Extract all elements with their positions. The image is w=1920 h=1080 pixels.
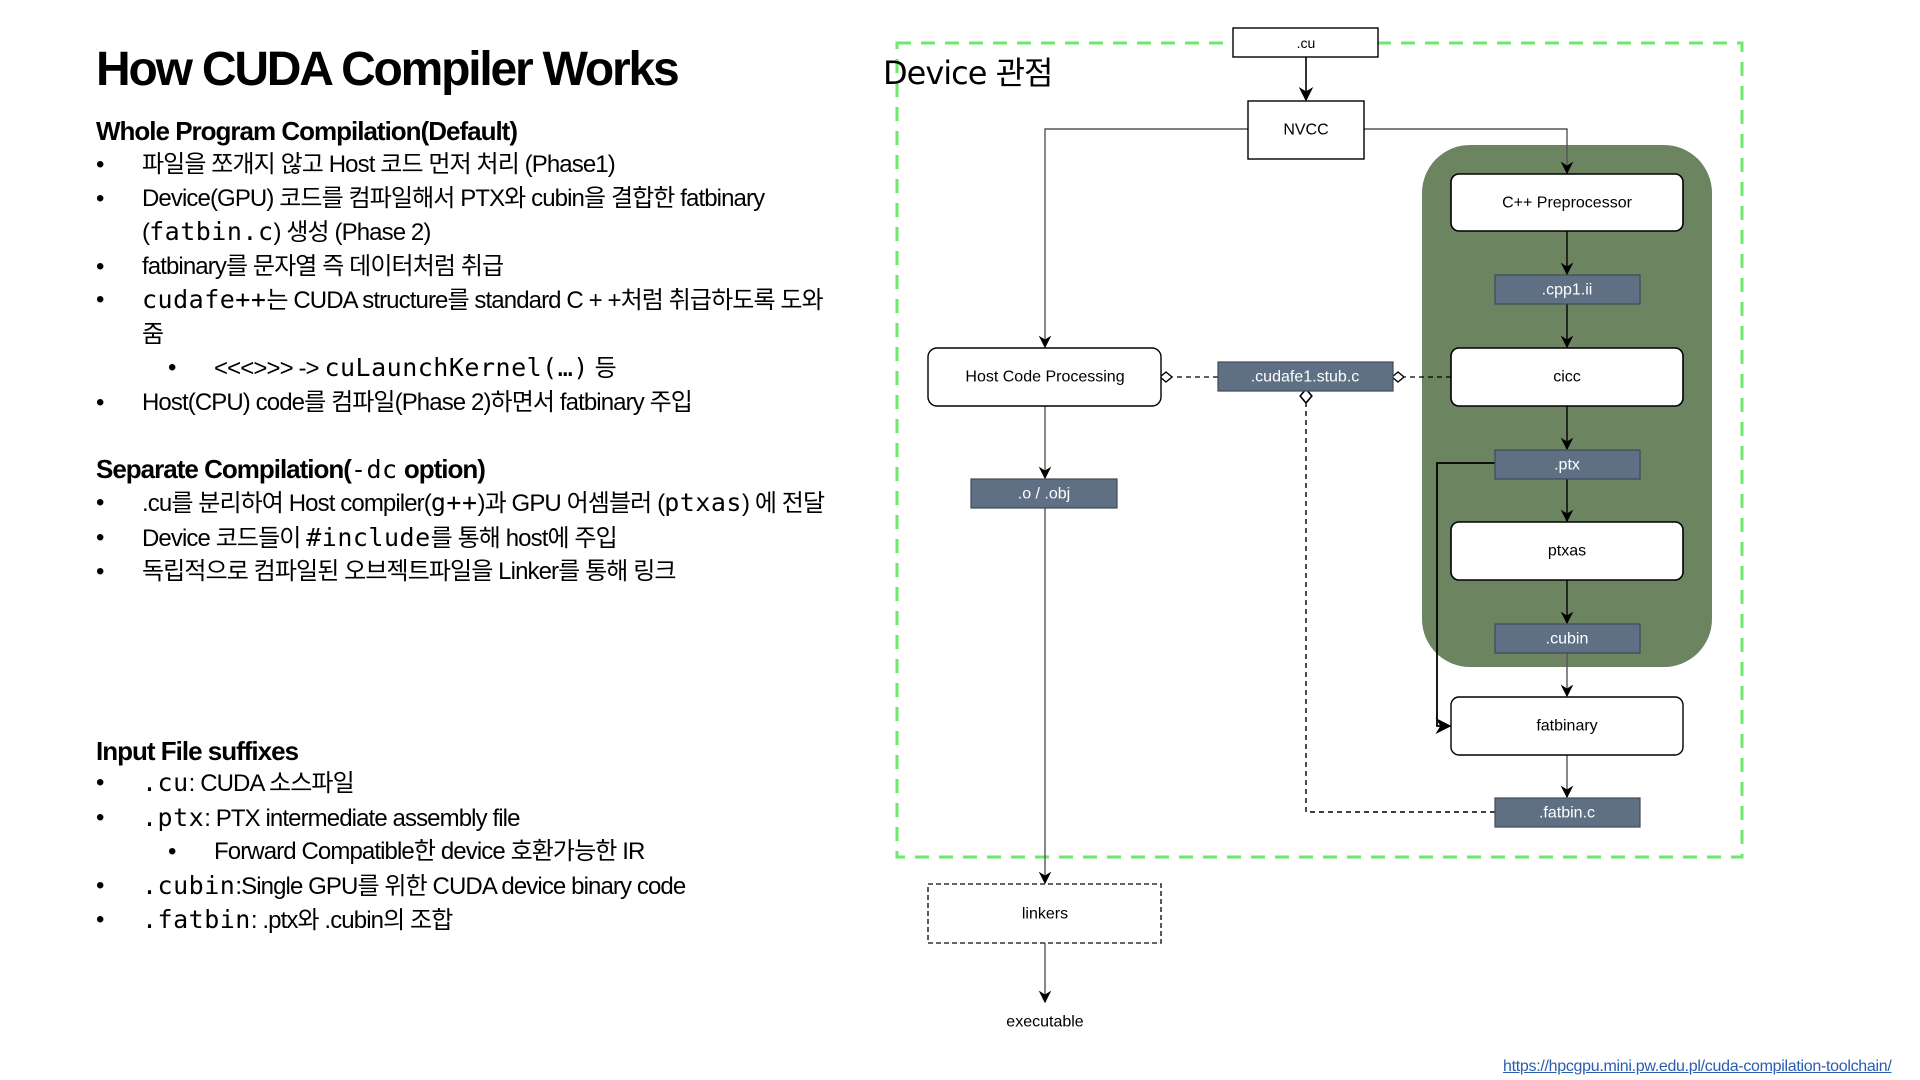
node-nvcc: NVCC: [1247, 100, 1365, 160]
dashed-fatbinc-stub: [1306, 396, 1495, 813]
svg-text:.cudafe1.stub.c: .cudafe1.stub.c: [1251, 369, 1360, 386]
node-executable: executable: [1006, 1014, 1083, 1031]
list-item: .cubin:Single GPU를 위한 CUDA device binary…: [96, 869, 836, 904]
list-item: 파일을 쪼개지 않고 Host 코드 먼저 처리 (Phase1): [96, 148, 836, 182]
file-obj: .o / .obj: [970, 478, 1118, 509]
list-item: Device(GPU) 코드를 컴파일해서 PTX와 cubin을 결합한 fa…: [96, 182, 836, 250]
separate-compilation-list: .cu를 분리하여 Host compiler(g++)과 GPU 어셈블러 (…: [96, 486, 836, 589]
list-item: .fatbin: .ptx와 .cubin의 조합: [96, 903, 836, 938]
device-frame: [895, 41, 1744, 859]
edge-ptx-fatbinary: [1435, 462, 1495, 735]
svg-text:.ptx: .ptx: [1554, 457, 1580, 474]
svg-text:.fatbin.c: .fatbin.c: [1539, 805, 1595, 822]
list-item: cudafe++는 CUDA structure를 standard C + +…: [96, 283, 836, 351]
svg-text:ptxas: ptxas: [1548, 543, 1586, 560]
node-cpp-preprocessor: C++ Preprocessor: [1450, 173, 1684, 232]
node-fatbinary: fatbinary: [1450, 696, 1684, 756]
list-subitem: <<<>>> -> cuLaunchKernel(…) 등: [96, 351, 836, 386]
svg-text:.cpp1.ii: .cpp1.ii: [1542, 282, 1593, 299]
file-cubin: .cubin: [1494, 623, 1641, 654]
file-fatbin-c: .fatbin.c: [1494, 797, 1641, 828]
list-item: Device 코드들이 #include를 통해 host에 주입: [96, 521, 836, 556]
code-culaunchkernel: cuLaunchKernel(…): [324, 353, 589, 382]
svg-text:cicc: cicc: [1553, 369, 1581, 386]
list-item: fatbinary를 문자열 즉 데이터처럼 취급: [96, 250, 836, 284]
edge-nvcc-host: [1038, 128, 1248, 349]
suffixes-list: .cu: CUDA 소스파일 .ptx: PTX intermediate as…: [96, 766, 836, 938]
code-fatbin-c: fatbin.c: [149, 217, 274, 246]
svg-text:.cu: .cu: [1297, 35, 1316, 51]
svg-text:Host Code Processing: Host Code Processing: [965, 369, 1124, 386]
slide-title: How CUDA Compiler Works: [96, 43, 680, 96]
svg-text:.o / .obj: .o / .obj: [1018, 486, 1070, 503]
svg-text:linkers: linkers: [1022, 906, 1068, 923]
node-cicc: cicc: [1450, 347, 1684, 407]
node-linkers: linkers: [927, 883, 1162, 944]
svg-text:fatbinary: fatbinary: [1536, 718, 1597, 735]
edge-nvcc-preprocessor: [1364, 128, 1574, 175]
code-cudafe: cudafe++: [142, 285, 267, 314]
list-item: 독립적으로 컴파일된 오브젝트파일을 Linker를 통해 링크: [96, 555, 836, 589]
list-item: .cu: CUDA 소스파일: [96, 766, 836, 801]
list-subitem: Forward Compatible한 device 호환가능한 IR: [96, 835, 836, 869]
svg-text:.cubin: .cubin: [1546, 631, 1589, 648]
separate-compilation-heading: Separate Compilation(-dc option): [96, 454, 486, 484]
node-host-code-processing: Host Code Processing: [927, 347, 1162, 407]
source-link[interactable]: https://hpcgpu.mini.pw.edu.pl/cuda-compi…: [1503, 1058, 1892, 1075]
file-cudafe1-stub: .cudafe1.stub.c: [1217, 361, 1394, 392]
device-perspective-label: Device 관점: [883, 54, 1053, 92]
list-item: Host(CPU) code를 컴파일(Phase 2)하면서 fatbinar…: [96, 386, 836, 420]
whole-program-heading: Whole Program Compilation(Default): [96, 116, 518, 146]
svg-text:NVCC: NVCC: [1283, 122, 1328, 139]
whole-program-list: 파일을 쪼개지 않고 Host 코드 먼저 처리 (Phase1) Device…: [96, 148, 836, 419]
node-cu: .cu: [1232, 27, 1379, 58]
list-item: .cu를 분리하여 Host compiler(g++)과 GPU 어셈블러 (…: [96, 486, 836, 521]
file-ptx: .ptx: [1494, 449, 1641, 480]
file-cpp1-ii: .cpp1.ii: [1494, 274, 1641, 305]
node-ptxas: ptxas: [1450, 521, 1684, 581]
svg-text:C++ Preprocessor: C++ Preprocessor: [1502, 195, 1633, 212]
list-item: .ptx: PTX intermediate assembly file: [96, 801, 836, 836]
suffixes-heading: Input File suffixes: [96, 736, 299, 766]
